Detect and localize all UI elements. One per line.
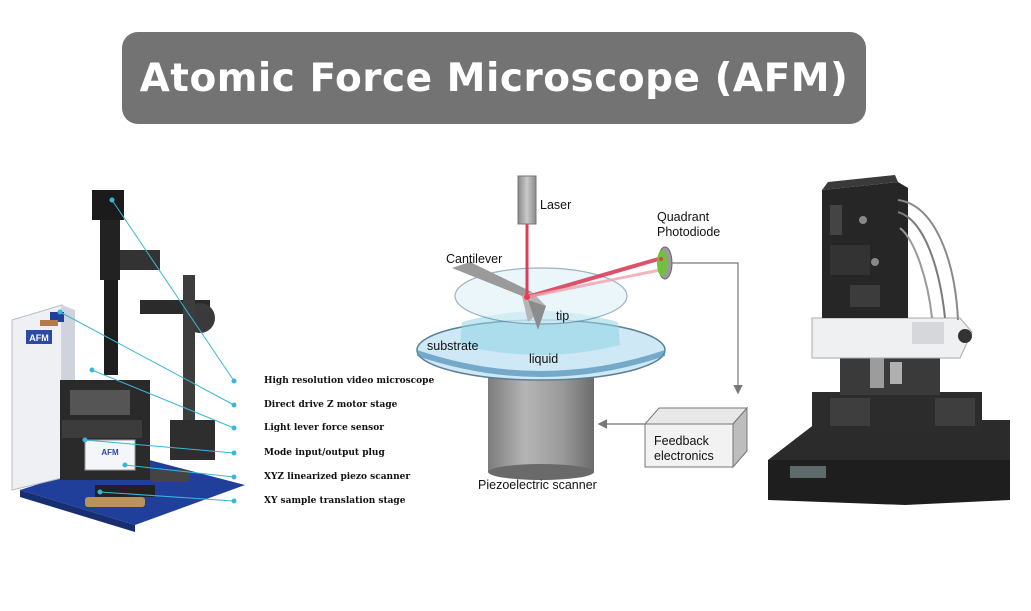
callout-dot [231, 378, 237, 384]
signal-arrow [672, 262, 743, 395]
callout-label: Light lever force sensor [264, 423, 384, 433]
callout-dot [231, 402, 237, 408]
laser-beam-reflected [526, 256, 663, 299]
substrate-label: substrate [427, 339, 479, 353]
cantilever [452, 262, 532, 296]
video-camera [92, 190, 124, 220]
feedback-label-line1: Feedback [654, 434, 709, 448]
svg-text:AFM: AFM [101, 448, 119, 457]
instrument-base [768, 460, 1010, 505]
objective-lens [870, 358, 884, 388]
cantilever-label: Cantilever [446, 252, 503, 266]
feedback-label-line2: electronics [654, 449, 714, 463]
callout-label: Direct drive Z motor stage [264, 400, 398, 410]
photodiode-label-line2: Photodiode [657, 225, 721, 239]
callout-label: Mode input/output plug [264, 448, 385, 458]
microscope-tube [104, 280, 118, 375]
liquid-drop [460, 311, 620, 355]
page-title: Atomic Force Microscope (AFM) [139, 55, 849, 101]
support-post [183, 275, 195, 460]
piezo-scanner-cylinder [488, 372, 594, 472]
callout-dot [231, 450, 237, 456]
callout-dot [231, 425, 237, 431]
feedback-electronics-box [644, 423, 734, 468]
title-banner: Atomic Force Microscope (AFM) [122, 32, 866, 124]
liquid-label: liquid [529, 352, 559, 366]
display-panel [790, 466, 826, 478]
afm-logo-badge [26, 330, 52, 344]
cable [897, 199, 959, 321]
tip [528, 300, 546, 330]
afm-logo-text: AFM [29, 333, 49, 343]
laser-label: Laser [540, 198, 572, 212]
scan-head [811, 317, 973, 359]
callout-label: XYZ linearized piezo scanner [264, 472, 411, 482]
tip-label: tip [556, 309, 570, 323]
callout-dot [231, 474, 237, 480]
callout-dot [231, 498, 237, 504]
scanner-label: Piezoelectric scanner [478, 478, 597, 492]
callout-label: XY sample translation stage [264, 496, 406, 506]
callout-label: High resolution video microscope [264, 376, 435, 386]
photodiode-label-line1: Quadrant [657, 210, 710, 224]
